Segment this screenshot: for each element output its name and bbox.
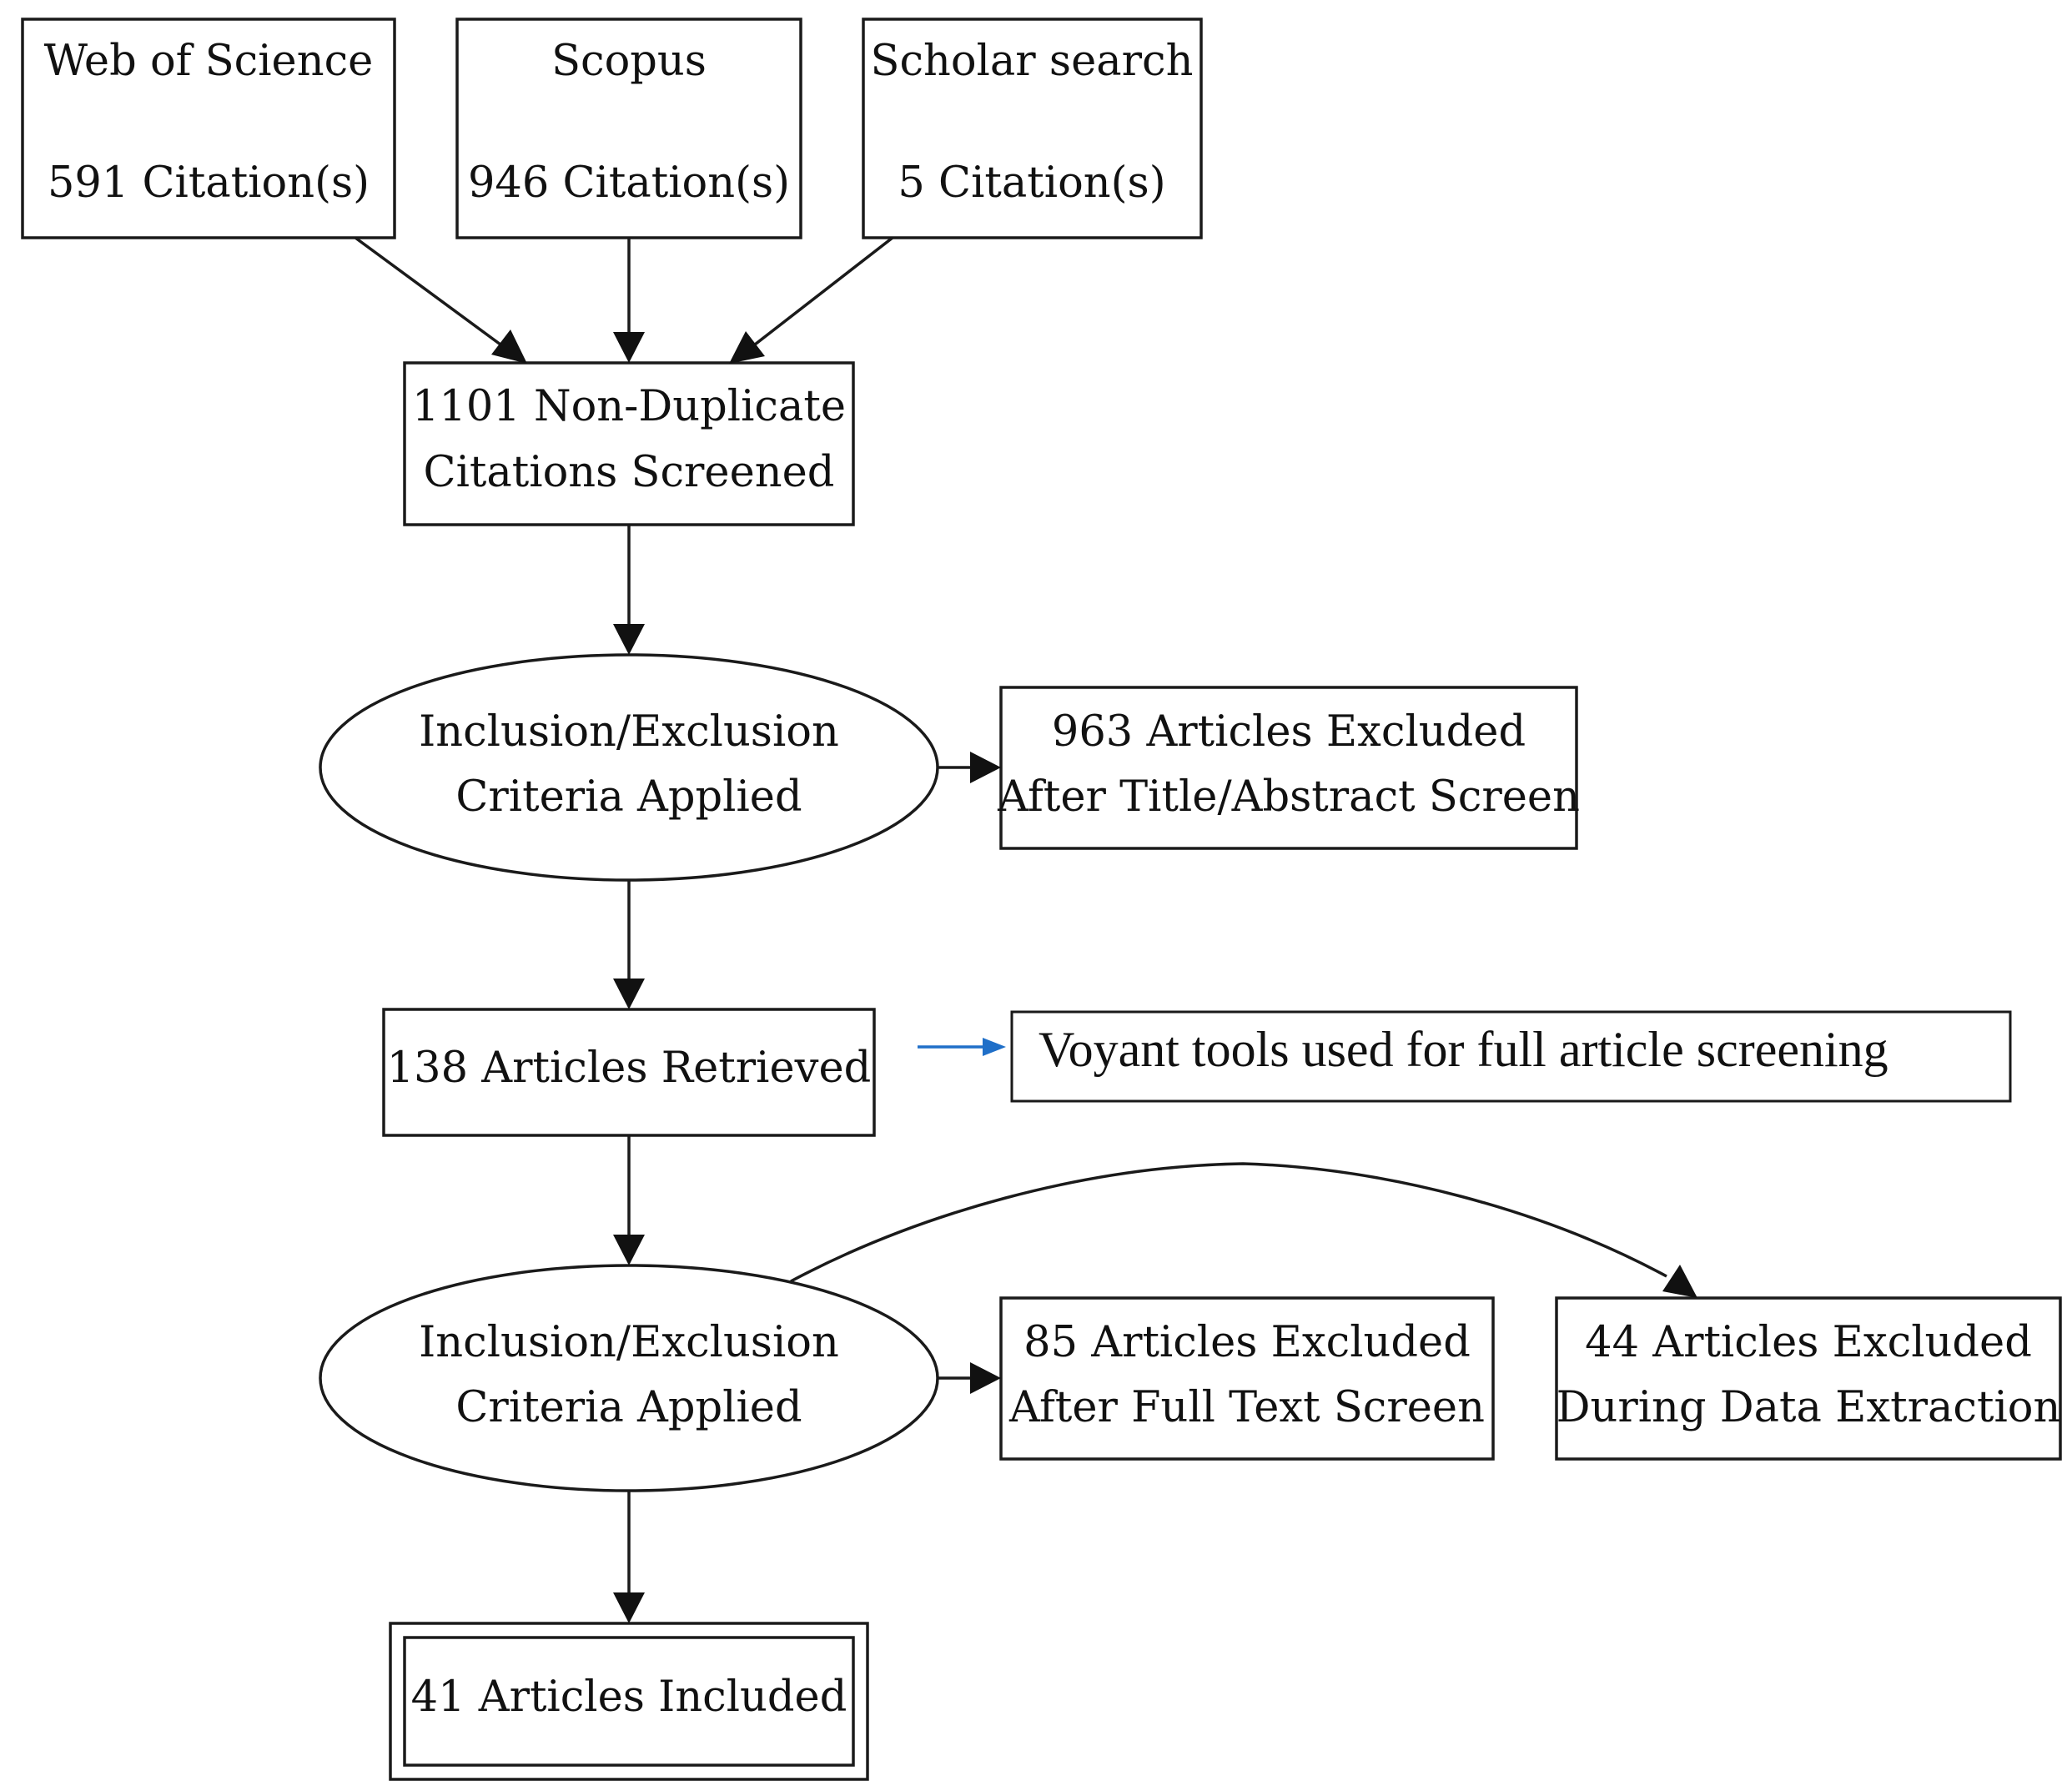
edge-criteria-1-to-retrieved bbox=[613, 880, 645, 1009]
included-box: 41 Articles Included bbox=[389, 1622, 869, 1781]
source-name: Scopus bbox=[551, 37, 707, 86]
edge-scholar-to-screened bbox=[729, 236, 894, 364]
excluded-full-text-line-1: 85 Articles Excluded bbox=[1023, 1318, 1471, 1367]
source-name: Web of Science bbox=[44, 37, 374, 86]
edge-criteria-1-to-excluded bbox=[938, 752, 1001, 783]
source-scholar-search: Scholar search 5 Citation(s) bbox=[862, 18, 1203, 239]
excluded-title-abstract-box: 963 Articles Excluded After Title/Abstra… bbox=[997, 686, 1580, 850]
criteria-1-line-1: Inclusion/Exclusion bbox=[419, 707, 839, 757]
source-count: 946 Citation(s) bbox=[468, 158, 790, 208]
criteria-2-line-2: Criteria Applied bbox=[455, 1383, 802, 1432]
edge-screened-to-criteria-1 bbox=[613, 525, 645, 655]
retrieved-box: 138 Articles Retrieved bbox=[382, 1008, 876, 1137]
criteria-node-1: Inclusion/Exclusion Criteria Applied bbox=[319, 653, 939, 882]
source-count: 5 Citation(s) bbox=[898, 158, 1165, 208]
excluded-extraction-box: 44 Articles Excluded During Data Extract… bbox=[1555, 1296, 2062, 1461]
screened-box: 1101 Non-Duplicate Citations Screened bbox=[403, 361, 855, 526]
criteria-node-2: Inclusion/Exclusion Criteria Applied bbox=[319, 1264, 939, 1492]
criteria-1-line-2: Criteria Applied bbox=[455, 772, 802, 822]
excluded-extraction-line-1: 44 Articles Excluded bbox=[1585, 1318, 2032, 1367]
source-scopus: Scopus 946 Citation(s) bbox=[455, 18, 802, 239]
included-label: 41 Articles Included bbox=[411, 1673, 847, 1722]
excluded-full-text-line-2: After Full Text Screen bbox=[1008, 1383, 1485, 1432]
edge-criteria-2-to-excluded-full-text bbox=[938, 1362, 1001, 1394]
voyant-note-label: Voyant tools used for full article scree… bbox=[1039, 1022, 1888, 1077]
source-web-of-science: Web of Science 591 Citation(s) bbox=[21, 18, 396, 239]
source-name: Scholar search bbox=[871, 37, 1194, 86]
voyant-note: Voyant tools used for full article scree… bbox=[918, 1010, 2012, 1103]
edge-scopus-to-screened bbox=[613, 238, 645, 363]
edge-retrieved-to-criteria-2 bbox=[613, 1135, 645, 1265]
excluded-extraction-line-2: During Data Extraction bbox=[1557, 1383, 2061, 1432]
excluded-title-abstract-line-1: 963 Articles Excluded bbox=[1052, 707, 1526, 757]
retrieved-label: 138 Articles Retrieved bbox=[387, 1044, 872, 1093]
screened-line-1: 1101 Non-Duplicate bbox=[412, 382, 846, 431]
criteria-2-line-1: Inclusion/Exclusion bbox=[419, 1318, 839, 1367]
edge-criteria-2-to-included bbox=[613, 1491, 645, 1623]
excluded-title-abstract-line-2: After Title/Abstract Screen bbox=[997, 772, 1580, 822]
edge-wos-to-screened bbox=[354, 236, 527, 364]
edge-criteria-2-to-excluded-extraction bbox=[790, 1162, 1697, 1298]
screened-line-2: Citations Screened bbox=[424, 448, 835, 497]
excluded-full-text-box: 85 Articles Excluded After Full Text Scr… bbox=[999, 1296, 1495, 1461]
voyant-arrow-head bbox=[983, 1038, 1006, 1056]
source-count: 591 Citation(s) bbox=[48, 158, 370, 208]
